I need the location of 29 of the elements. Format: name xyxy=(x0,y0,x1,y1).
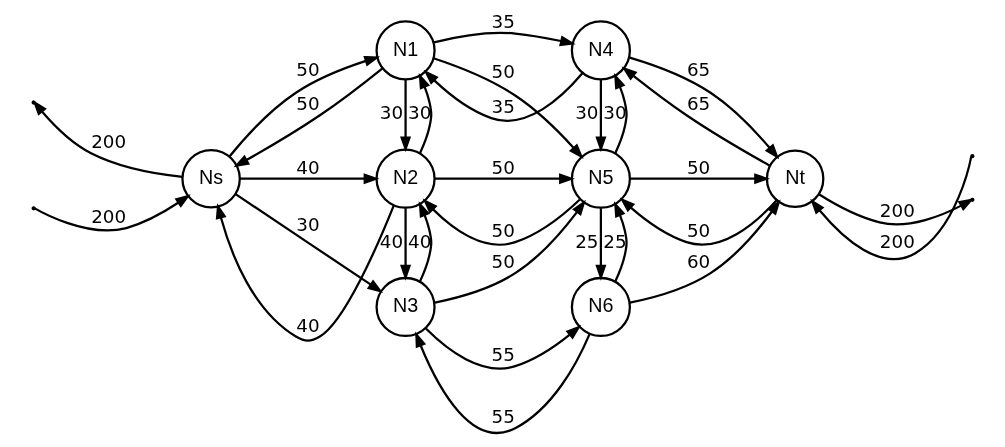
edge-label: 40 xyxy=(379,230,403,252)
edge-label: 55 xyxy=(491,406,515,428)
edge-label: 200 xyxy=(879,200,915,222)
edge-label: 65 xyxy=(686,59,710,81)
edge-label: 30 xyxy=(574,102,598,124)
edge-label: 200 xyxy=(879,231,915,253)
edge-label: 55 xyxy=(491,344,515,366)
edge-label: 40 xyxy=(295,314,320,336)
edge-label: 50 xyxy=(491,156,515,178)
edge-label: 40 xyxy=(407,230,431,252)
edge-label: 30 xyxy=(379,102,403,124)
edge-label: 65 xyxy=(686,93,710,115)
edge-label: 50 xyxy=(295,93,320,115)
edge-label: 60 xyxy=(686,251,710,273)
edge-label: 25 xyxy=(602,230,627,252)
edge-label: 35 xyxy=(491,96,515,118)
edge-label: 30 xyxy=(295,214,320,236)
edge-label: 35 xyxy=(491,11,515,33)
edge-label: 40 xyxy=(295,156,320,178)
edge-label: 50 xyxy=(491,251,515,273)
edge-label: 200 xyxy=(90,205,126,227)
edge-label: 25 xyxy=(574,230,598,252)
edge-label: 50 xyxy=(491,220,515,242)
edge-label: 200 xyxy=(90,131,126,153)
edge-label: 50 xyxy=(295,59,320,81)
edge-label: 50 xyxy=(686,156,710,178)
edge-label: 50 xyxy=(686,220,710,242)
edge-label: 50 xyxy=(491,60,515,82)
edge-label: 30 xyxy=(407,102,431,124)
